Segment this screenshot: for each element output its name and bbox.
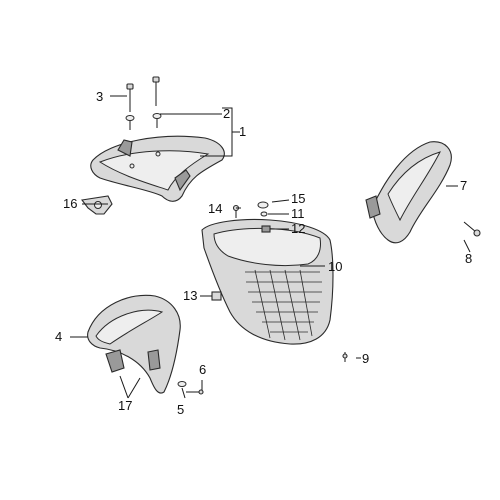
callout-5: 5 bbox=[177, 402, 184, 417]
part-13-clip bbox=[211, 291, 222, 301]
callout-labels: 1 2 3 4 5 6 7 8 9 10 11 12 13 14 15 16 1… bbox=[55, 89, 472, 417]
callout-1: 1 bbox=[239, 124, 246, 139]
callout-14: 14 bbox=[208, 201, 222, 216]
callout-6: 6 bbox=[199, 362, 206, 377]
callout-10: 10 bbox=[328, 259, 342, 274]
callout-12: 12 bbox=[291, 221, 305, 236]
part-11-washer bbox=[260, 211, 268, 217]
part-4-front-mudguard bbox=[87, 294, 181, 394]
callout-8: 8 bbox=[465, 251, 472, 266]
part-16-bracket bbox=[81, 195, 113, 215]
callout-3: 3 bbox=[96, 89, 103, 104]
part-15-washer bbox=[257, 201, 269, 209]
part-1-upper-cover bbox=[90, 135, 225, 202]
callout-17: 17 bbox=[118, 398, 132, 413]
leader-lines bbox=[70, 95, 471, 399]
callout-13: 13 bbox=[183, 288, 197, 303]
part-14-screw bbox=[232, 204, 240, 218]
grille-mesh bbox=[245, 269, 322, 341]
part-7-rear-hugger bbox=[365, 141, 452, 244]
part-10-grille-undertray bbox=[201, 218, 334, 345]
part-5-washer bbox=[177, 381, 187, 387]
part-6-screw bbox=[186, 389, 204, 395]
callout-7: 7 bbox=[460, 178, 467, 193]
callout-2: 2 bbox=[223, 106, 230, 121]
callout-15: 15 bbox=[291, 191, 305, 206]
part-9-screw bbox=[342, 352, 348, 362]
part-3-bolts bbox=[126, 76, 160, 112]
callout-4: 4 bbox=[55, 329, 62, 344]
callout-16: 16 bbox=[63, 196, 77, 211]
callout-9: 9 bbox=[362, 351, 369, 366]
part-2-washers bbox=[125, 113, 162, 130]
part-8-screw bbox=[463, 221, 481, 237]
part-12-clip bbox=[261, 225, 271, 233]
callout-11: 11 bbox=[291, 206, 305, 221]
